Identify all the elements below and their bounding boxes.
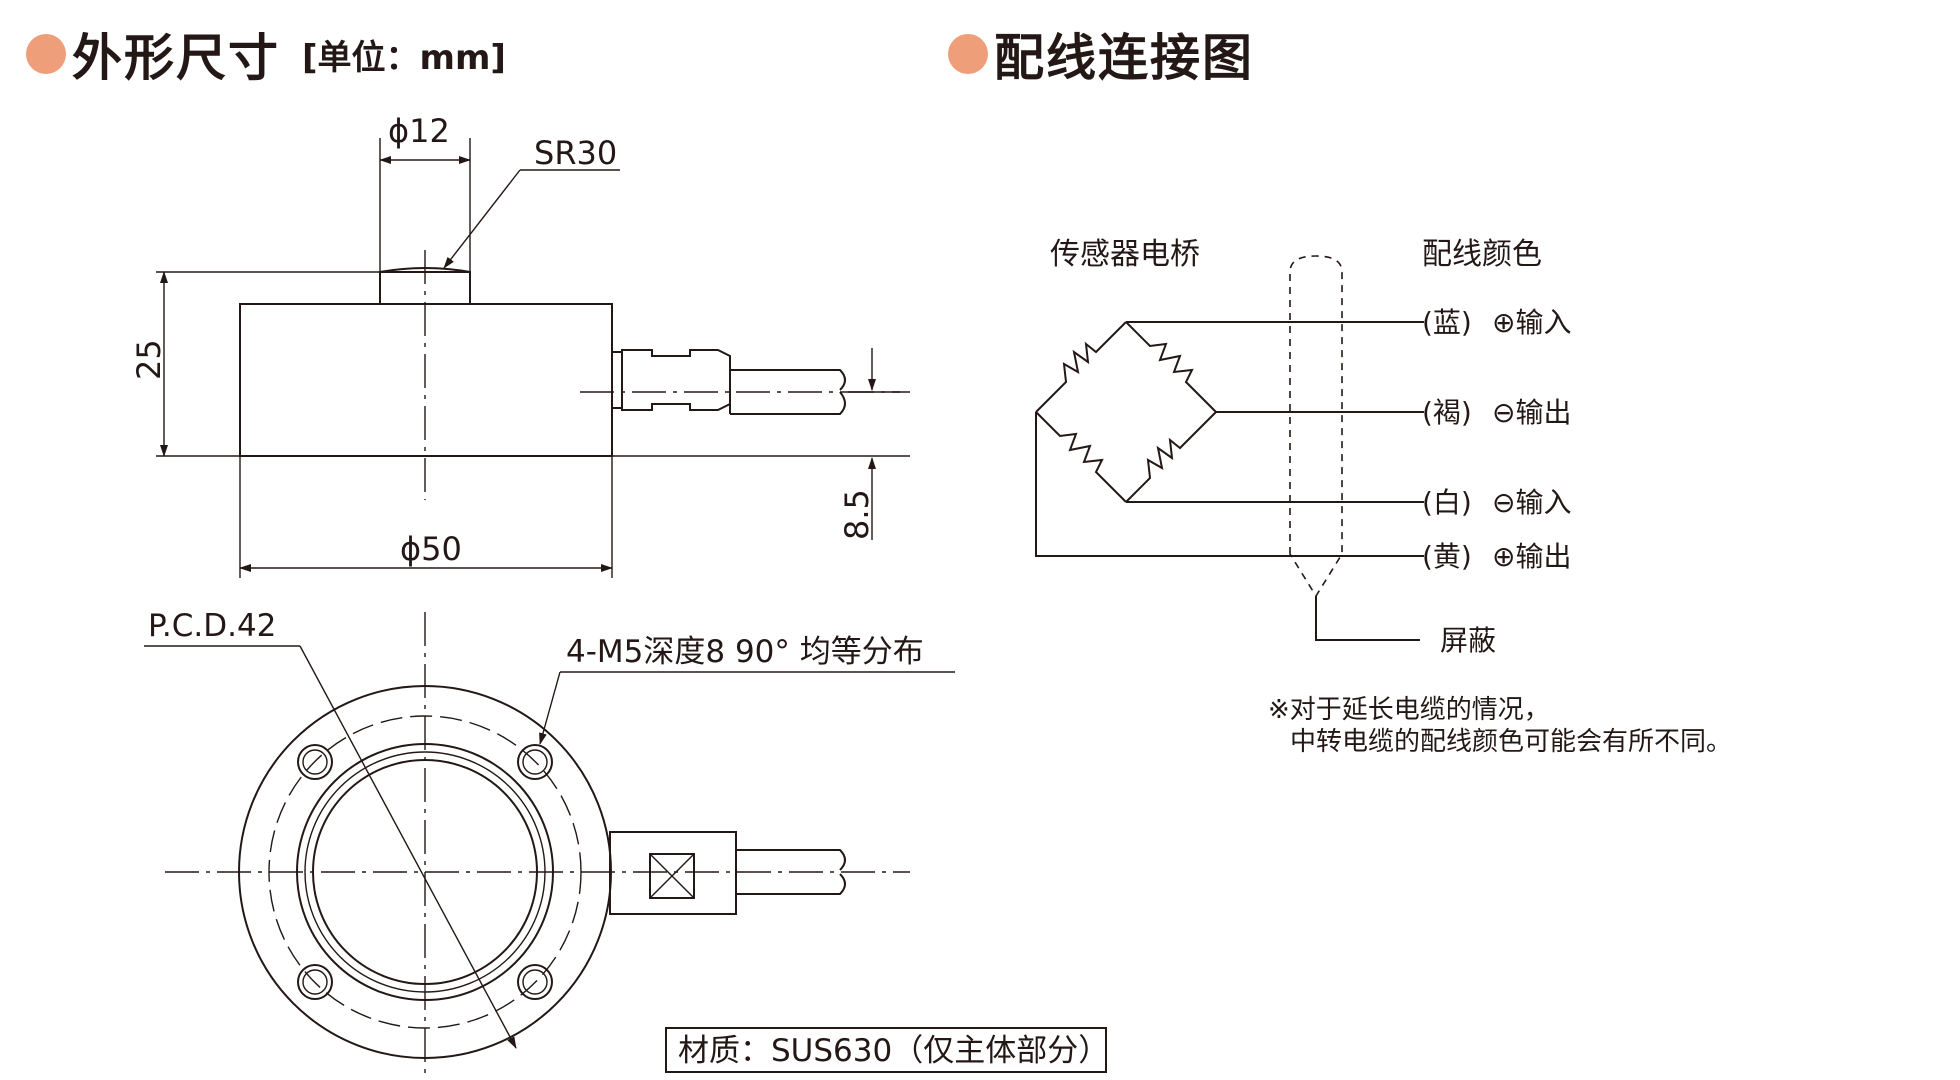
wire-list: (蓝) ⊕输入 (褐) ⊖输出 (白) ⊖输入 (黄) ⊕输出 bbox=[1422, 306, 1571, 573]
height-label: 25 bbox=[130, 339, 168, 380]
cable-offset-label: 8.5 bbox=[838, 489, 876, 540]
dimensions-title: 外形尺寸 bbox=[72, 29, 280, 87]
wire-signal: ⊖输入 bbox=[1492, 486, 1571, 519]
shield-label: 屏蔽 bbox=[1440, 624, 1496, 657]
wiring-header: 配线连接图 bbox=[948, 18, 1254, 90]
bridge-label: 传感器电桥 bbox=[1050, 237, 1200, 272]
wiring-diagram: 传感器电桥 配线颜色 (蓝) ⊕输入 (褐) ⊖输出 (白) ⊖输入 bbox=[1035, 237, 1732, 757]
wire-color: (褐) bbox=[1422, 396, 1472, 429]
holes-label: 4-M5深度8 90° 均等分布 bbox=[566, 634, 924, 670]
top-view: P.C.D.42 4-M5深度8 90° 均等分布 bbox=[144, 608, 955, 1080]
pcd-label: P.C.D.42 bbox=[148, 608, 276, 644]
material-note: 材质：SUS630（仅主体部分） bbox=[665, 1027, 1109, 1073]
sphere-radius-label: SR30 bbox=[534, 134, 617, 172]
wire-color: (白) bbox=[1422, 486, 1472, 519]
dimensions-header: 外形尺寸 [单位：mm] bbox=[26, 18, 506, 90]
note-line-1: ※对于延长电缆的情况， bbox=[1268, 695, 1550, 725]
wire-signal: ⊕输入 bbox=[1492, 306, 1571, 339]
wire-signal: ⊕输出 bbox=[1492, 540, 1571, 573]
top-dia-label: ϕ12 bbox=[388, 112, 450, 150]
wiring-title: 配线连接图 bbox=[994, 29, 1254, 87]
bolt-holes bbox=[297, 744, 553, 1000]
material-label: 材质：SUS630（仅主体部分） bbox=[678, 1033, 1109, 1069]
bridge-resistors bbox=[1035, 321, 1217, 503]
body-dia-label: ϕ50 bbox=[400, 530, 462, 568]
wire-color: (蓝) bbox=[1422, 306, 1472, 339]
unit-label: [单位：mm] bbox=[302, 37, 506, 78]
bullet-icon bbox=[26, 34, 66, 74]
wire-color: (黄) bbox=[1422, 540, 1472, 573]
wire-signal: ⊖输出 bbox=[1492, 396, 1571, 429]
note-line-2: 中转电缆的配线颜色可能会有所不同。 bbox=[1290, 727, 1732, 757]
color-header: 配线颜色 bbox=[1422, 237, 1542, 272]
bullet-icon bbox=[948, 34, 988, 74]
side-view: ϕ12 SR30 25 8.5 ϕ50 bbox=[130, 112, 910, 578]
